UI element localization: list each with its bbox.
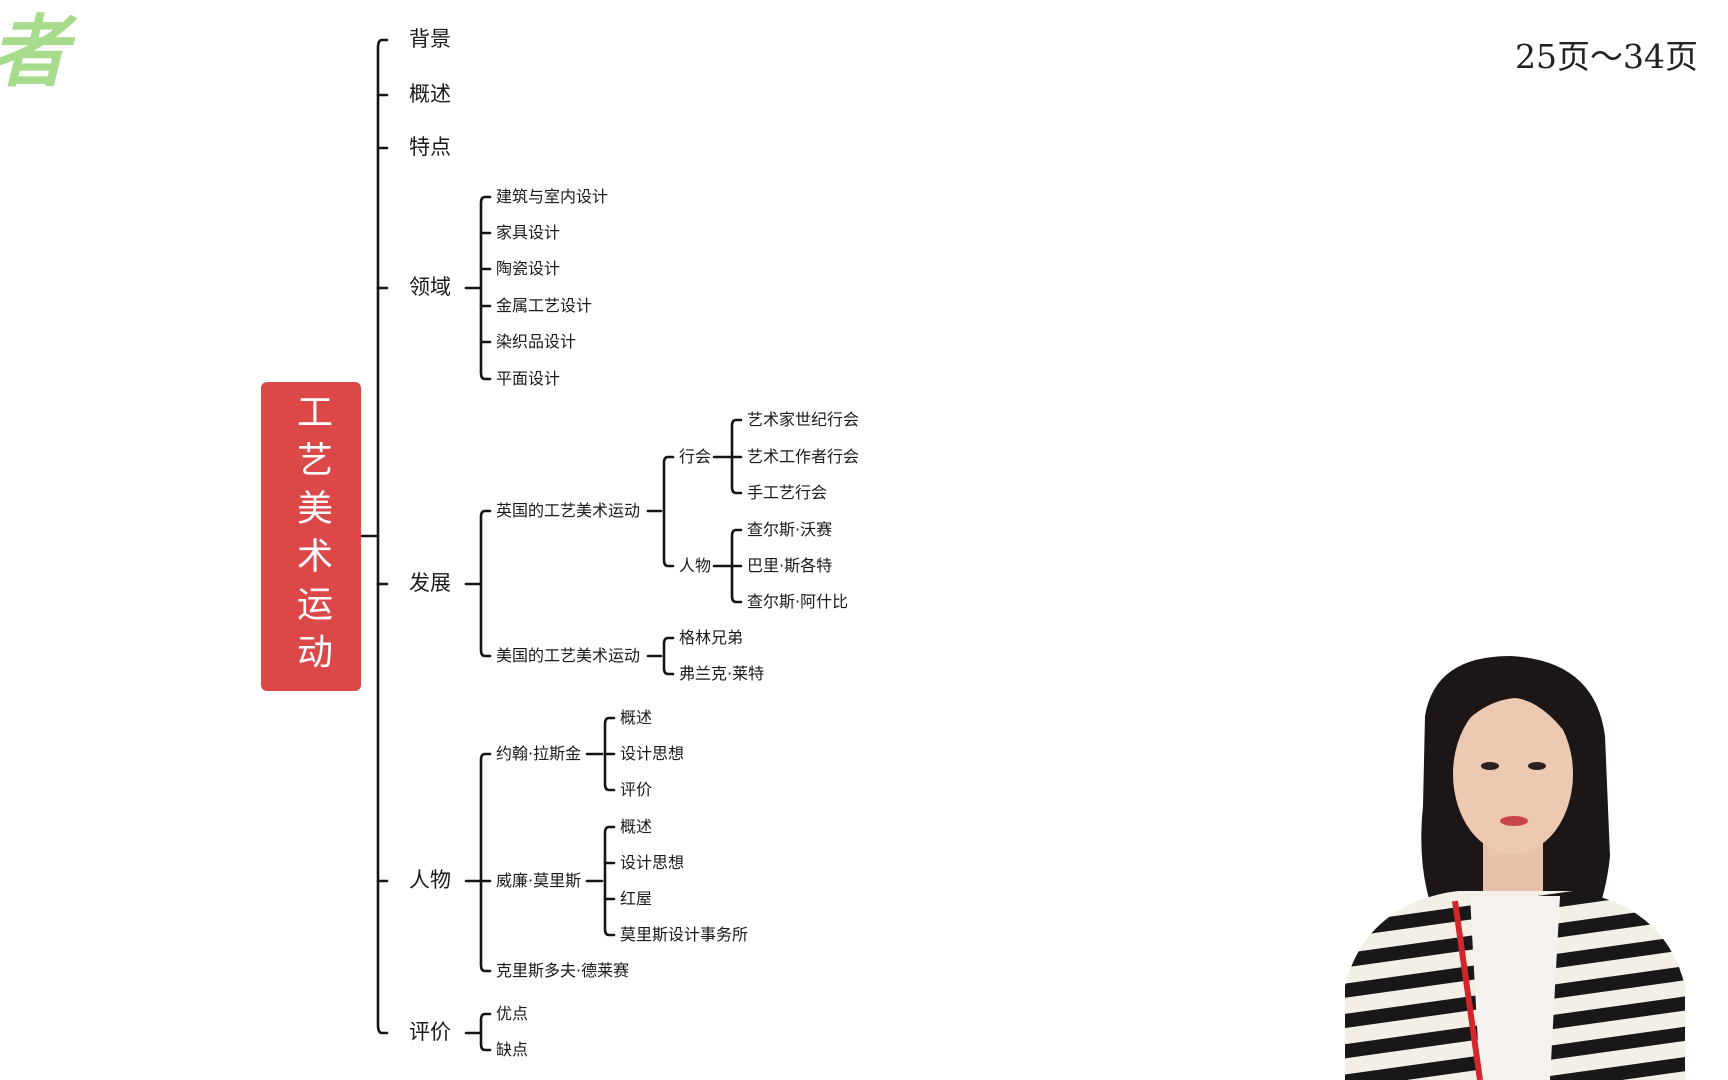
field-item: 染织品设计 [496, 332, 577, 351]
node-us-movement: 美国的工艺美术运动 [496, 646, 641, 665]
node-background: 背景 [409, 27, 451, 51]
guild-item: 艺术家世纪行会 [747, 410, 860, 429]
field-item: 平面设计 [496, 369, 561, 388]
uk-person-item: 巴里·斯各特 [747, 556, 833, 575]
node-fields: 领域 [409, 275, 451, 299]
us-person-item: 弗兰克·莱特 [679, 664, 765, 683]
node-dresser: 克里斯多夫·德莱赛 [496, 961, 630, 980]
ruskin-item: 设计思想 [620, 744, 685, 763]
us-person-item: 格林兄弟 [679, 628, 744, 647]
node-uk-movement: 英国的工艺美术运动 [496, 501, 641, 520]
guild-item: 手工艺行会 [747, 483, 828, 502]
ruskin-item: 评价 [620, 780, 653, 799]
root-node: 工艺美术运动 [261, 382, 361, 691]
morris-item: 红屋 [620, 889, 653, 908]
evaluation-item: 缺点 [496, 1040, 529, 1059]
guild-item: 艺术工作者行会 [747, 447, 860, 466]
field-item: 金属工艺设计 [496, 296, 593, 315]
node-development: 发展 [409, 571, 451, 595]
node-ruskin: 约翰·拉斯金 [496, 744, 582, 763]
uk-person-item: 查尔斯·沃赛 [747, 520, 833, 539]
evaluation-item: 优点 [496, 1004, 529, 1023]
node-people: 人物 [409, 868, 451, 892]
field-item: 家具设计 [496, 223, 561, 242]
field-item: 陶瓷设计 [496, 259, 561, 278]
uk-person-item: 查尔斯·阿什比 [747, 592, 849, 611]
node-overview: 概述 [409, 82, 451, 106]
root-node-label: 工艺美术运动 [291, 392, 332, 681]
node-morris: 威廉·莫里斯 [496, 871, 582, 890]
morris-item: 设计思想 [620, 853, 685, 872]
node-evaluation: 评价 [409, 1020, 451, 1044]
page-range: 25页～34页 [1515, 37, 1698, 76]
morris-item: 莫里斯设计事务所 [620, 925, 749, 944]
node-guild: 行会 [679, 447, 712, 466]
morris-item: 概述 [620, 817, 653, 836]
ruskin-item: 概述 [620, 708, 653, 727]
node-uk-people: 人物 [679, 556, 712, 575]
node-features: 特点 [409, 135, 451, 159]
presenter-video [1345, 656, 1685, 1080]
brand-logo: 者 [0, 8, 120, 98]
field-item: 建筑与室内设计 [496, 187, 609, 206]
